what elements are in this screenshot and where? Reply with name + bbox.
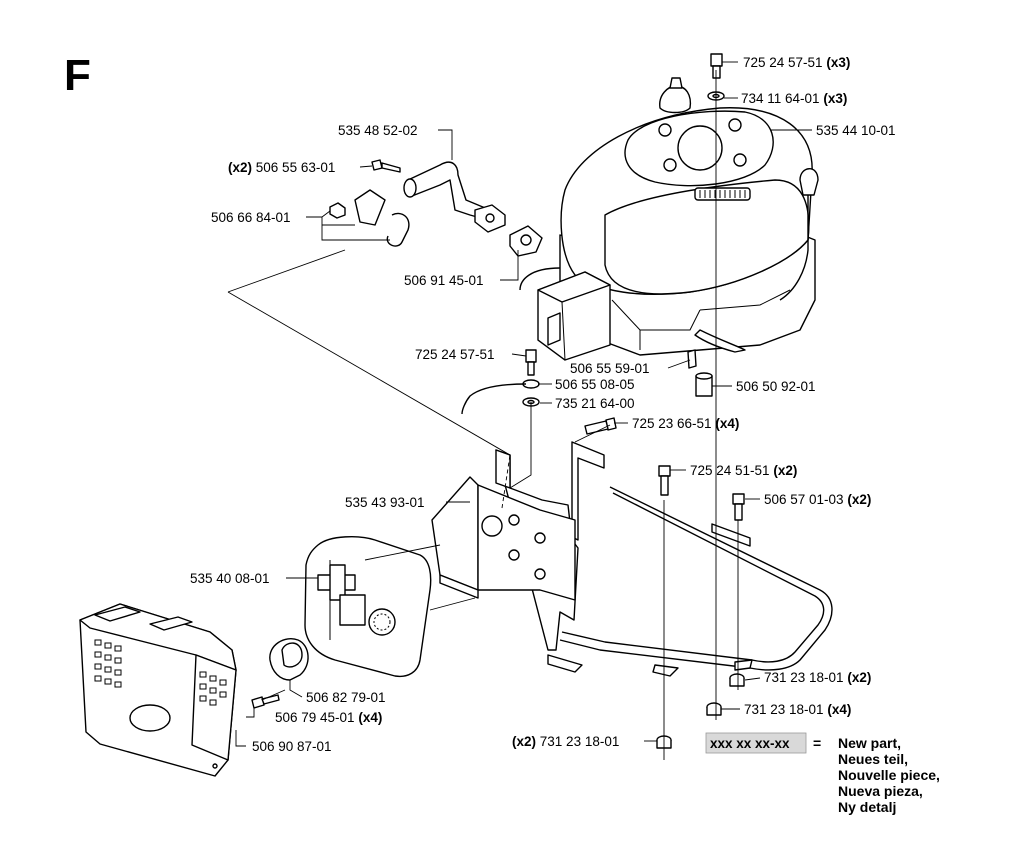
- legend: xxx xx xx-xx = New part, Neues teil, Nou…: [705, 732, 940, 815]
- callout-506-57-01-03: 506 57 01-03 (x2): [764, 492, 871, 507]
- callout-535-43-93-01: 535 43 93-01: [345, 495, 425, 510]
- callout-535-44-10-01: 535 44 10-01: [816, 123, 896, 138]
- part-callouts: 725 24 57-51 (x3) 734 11 64-01 (x3) 535 …: [190, 55, 896, 754]
- callout-731-23-18-01-x4: 731 23 18-01 (x4): [744, 702, 851, 717]
- new-part-code-box: [705, 732, 807, 754]
- callout-734-11-64-01: 734 11 64-01 (x3): [741, 91, 847, 106]
- callout-725-24-57-51-top: 725 24 57-51 (x3): [743, 55, 850, 70]
- callout-535-48-52-02: 535 48 52-02: [338, 123, 418, 138]
- muffler-illustration: [269, 536, 432, 681]
- muffler-cover-illustration: [79, 603, 237, 777]
- engine-illustration: [519, 77, 819, 361]
- exhaust-pipe-assembly: [329, 159, 543, 257]
- callout-731-23-18-01-x2-right: 731 23 18-01 (x2): [764, 670, 871, 685]
- callout-725-24-51-51: 725 24 51-51 (x2): [690, 463, 797, 478]
- legend-line-fr: Nouvelle piece,: [838, 767, 940, 783]
- callout-506-55-59-01: 506 55 59-01: [570, 361, 650, 376]
- callout-725-24-57-51-mid: 725 24 57-51: [415, 347, 495, 362]
- callout-731-23-18-01-x2-left: (x2) 731 23 18-01: [512, 734, 619, 749]
- callout-506-50-92-01: 506 50 92-01: [736, 379, 816, 394]
- leader-lines: [227, 61, 812, 760]
- legend-equals: =: [813, 735, 821, 751]
- callout-506-55-08-05: 506 55 08-05: [555, 377, 635, 392]
- section-letter: F: [64, 51, 91, 100]
- callout-535-40-08-01: 535 40 08-01: [190, 571, 270, 586]
- callout-506-82-79-01: 506 82 79-01: [306, 690, 386, 705]
- frame-bracket: [431, 441, 833, 677]
- callout-735-21-64-00: 735 21 64-00: [555, 396, 635, 411]
- callout-506-91-45-01: 506 91 45-01: [404, 273, 484, 288]
- callout-725-23-66-51: 725 23 66-51 (x4): [632, 416, 739, 431]
- callout-506-66-84-01: 506 66 84-01: [211, 210, 291, 225]
- legend-line-sv: Ny detalj: [838, 799, 896, 815]
- callout-506-79-45-01: 506 79 45-01 (x4): [275, 710, 382, 725]
- callout-506-55-63-01: (x2) 506 55 63-01: [228, 160, 335, 175]
- legend-line-es: Nueva pieza,: [838, 783, 923, 799]
- legend-line-en: New part,: [838, 735, 901, 751]
- legend-line-de: Neues teil,: [838, 751, 908, 767]
- callout-506-90-87-01: 506 90 87-01: [252, 739, 332, 754]
- legend-code-pattern: xxx xx xx-xx: [710, 736, 790, 751]
